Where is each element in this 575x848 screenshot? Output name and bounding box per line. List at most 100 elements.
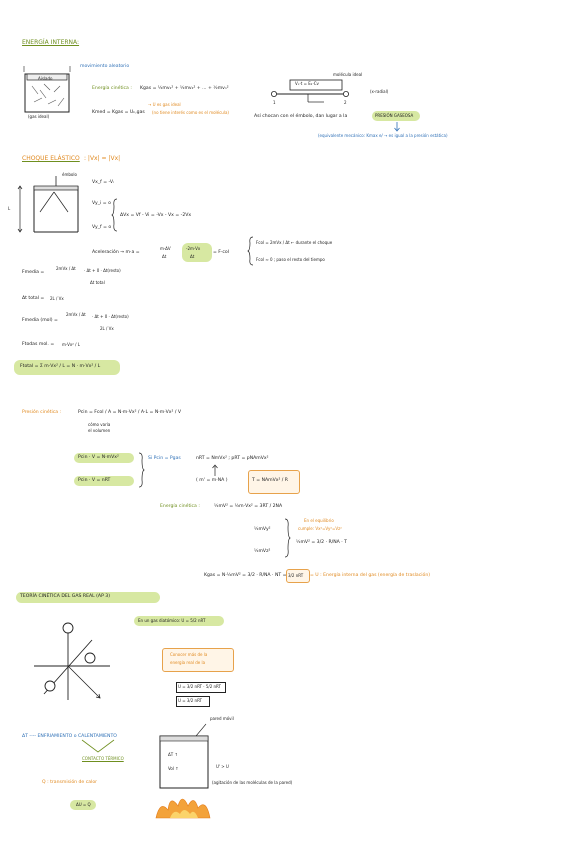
- fmedia-mol-label: Fmedia (mol) =: [22, 318, 58, 323]
- avg-note: (no tiene interés como es el molécula): [152, 110, 229, 115]
- presion-note-2: el volumen: [88, 428, 111, 433]
- fmedia-mol-rest: · Δt + 0 · Δt(resto): [92, 314, 129, 319]
- orange-note-1: Conocer más de la: [170, 652, 208, 657]
- kgas-eq: Kgas = N·½mV² = 3/2 · R/NA · NT =: [204, 573, 287, 578]
- piston-drawing: [17, 176, 79, 233]
- dtotal-frac: 2L / Vx: [50, 296, 64, 301]
- orange-note-2: energía real de la: [170, 660, 206, 665]
- fmedia-label: Fmedia =: [22, 270, 45, 275]
- mna-eq: ( m' = m·NA ): [196, 478, 228, 483]
- eq-vyf: Vy_f = o: [92, 225, 112, 230]
- dq-highlight: [70, 800, 96, 810]
- fmedia-frac: 2mVx / Δt: [56, 266, 76, 271]
- molecule-right-index: 2: [344, 100, 347, 105]
- accel-highlight: [182, 243, 212, 262]
- section-title-choque-sub: : |Vx| = |Vx|: [84, 155, 121, 162]
- presion-highlight: [372, 111, 420, 121]
- section-title-energia-interna: ENERGÍA INTERNA:: [22, 39, 80, 46]
- arrow-down-icon: [394, 122, 400, 132]
- orange-note-box: [162, 648, 234, 672]
- molecule-label: molécula ideal: [333, 72, 363, 77]
- pv-eq-1: Pcin · V = N·mVx²: [78, 455, 119, 460]
- fmedia-rest: · Δt + 0 · Δt(resto): [84, 268, 121, 273]
- ftodas-label: Ftodas mol. =: [22, 342, 55, 347]
- molecule-eq: Vₓ·t = Eₖ·Cv: [295, 81, 319, 86]
- container-caption: (gas ideal): [28, 114, 50, 119]
- accel-hl-bot: Δt: [190, 254, 195, 259]
- accel-result: = F·col: [213, 250, 230, 255]
- molecule-left-index: 1: [273, 100, 276, 105]
- right-brace-icon: [247, 236, 254, 266]
- axis-label: L: [8, 206, 11, 211]
- diatomic-note: En un gas diatómico: U = 5/2 nRT: [138, 618, 206, 623]
- container-note: pared móvil: [210, 716, 234, 721]
- dt-line: ΔT ---- ENFRIAMIENTO o CALENTAMIENTO: [22, 734, 117, 739]
- kgas-box-text: 3/2 nRT: [288, 573, 304, 578]
- mov-title: movimiento aleatorio: [80, 64, 130, 69]
- eq-box-1-text: U = 3/2 nRT · 5/2 nRT: [178, 684, 221, 689]
- ek-eq-1: ½mV² = ½m·Vx² = 3RT / 2NA: [214, 504, 283, 509]
- container-dt-label: ΔT ↑: [168, 752, 178, 757]
- dtotal-label: Δt total =: [22, 296, 45, 301]
- kgas-box: [286, 569, 310, 583]
- fmedia-mol-frac: 2mVx / Δt: [66, 312, 86, 317]
- ek-eq-2: ½mVy²: [254, 527, 271, 532]
- section4-title-highlight: [16, 592, 160, 603]
- pv-highlight-1: [74, 453, 134, 463]
- si-text: Si Pcin = Pgas: [148, 456, 181, 461]
- accel-label: Aceleración → m·a =: [92, 250, 140, 255]
- brace-icon: [111, 198, 118, 232]
- ekin-formula: Kgas = ½mv₁² + ½mv₂² + ... + ½mvₙ²: [140, 86, 229, 91]
- section-title-choque: CHOQUE ELÁSTICO: [22, 155, 80, 162]
- eq-box-1: [176, 682, 226, 693]
- collision-text: Así chocan con el émbolo, dan lugar a la: [254, 114, 348, 119]
- fcol-rest-note: Fcol ≈ 0 ; paso el resto del tiempo: [256, 257, 325, 262]
- fcol-note: Fcol = 2mVx / Δt ← durante el choque: [256, 240, 333, 245]
- pv-eq-2: Pcin · V = nRT: [78, 478, 111, 483]
- nrt-eq: nRT = NmVx² ; pRT = pNAmVx²: [196, 456, 269, 461]
- ek-result: ½mV² = 3/2 · R/NA · T: [296, 540, 347, 545]
- presion-cinetica-eq: Pcin = Fcol / A = N·m·Vx² / A·L = N·m·Vx…: [78, 410, 181, 415]
- kgas-tail: = U : Energía interna del gas (energía d…: [310, 573, 431, 578]
- accel-frac-top: m·ΔV: [160, 246, 171, 251]
- t-result-box: [248, 470, 300, 494]
- brace-pv-icon: [138, 452, 145, 488]
- ek-eq-3: ½mVz²: [254, 549, 271, 554]
- container-label: Aislado: [38, 76, 53, 81]
- container-vol-label: Vol ↑: [168, 766, 179, 771]
- ek-note-orange-2: cumple: Vx²=Vy²=Vz²: [298, 526, 342, 531]
- avg-note-orange: → U es gas ideal: [148, 102, 181, 107]
- accel-frac-bot: Δt: [162, 254, 167, 259]
- ftotal-highlight: [14, 360, 120, 375]
- ftodas-frac: m·Vx² / L: [62, 342, 80, 347]
- contacto-arrow-icon: [81, 739, 115, 753]
- t-result: T = NAmVx² / R: [252, 478, 288, 483]
- pv-highlight-2: [74, 476, 134, 486]
- section-title-gas-real: TEORÍA CINÉTICA DEL GAS REAL (AP 3): [20, 594, 111, 599]
- molecule-side: (x-radial): [370, 89, 389, 94]
- ek-note-orange: En el equilibrio: [304, 518, 334, 523]
- accel-hl-top: -2m·Vx: [186, 246, 201, 251]
- eq-vyi: Vy_i = o: [92, 201, 111, 206]
- heated-container-drawing: [155, 723, 211, 819]
- eq-box-2: [176, 696, 210, 707]
- fmedia-bot: Δt total: [90, 280, 105, 285]
- container-caption-2: (agitación de las moléculas de la pared): [212, 780, 293, 785]
- presion-cinetica-label: Presión cinética :: [22, 410, 62, 415]
- piston-label: émbolo: [62, 172, 77, 177]
- molecule-3d-drawing: [34, 622, 110, 700]
- brace-ek-icon: [284, 518, 291, 558]
- molecule-diagram: [271, 79, 350, 103]
- avg-formula: Kmed = Kgas = Uₖ,gas: [92, 110, 145, 115]
- contacto-termico: CONTACTO TÉRMICO: [82, 756, 124, 761]
- ekin-label: Energía cinética :: [92, 86, 132, 91]
- eq-delta-vx: ΔVx = Vf - Vi = -Vx - Vx = -2Vx: [120, 213, 192, 218]
- gas-container-drawing: [23, 66, 71, 113]
- presion-note: (equivalente mecánico: Kmax e/ → es igua…: [318, 133, 448, 138]
- diatomic-note-highlight: [134, 616, 224, 626]
- presion-word: PRESIÓN GASEOSA: [375, 113, 414, 118]
- eq-vxf: Vx_f = -Vᵢ: [92, 180, 114, 185]
- presion-note-1: cómo varía: [88, 422, 111, 427]
- ekin-label-2: Energía cinética :: [160, 504, 200, 509]
- eq-box-2-text: U = 3/2 nRT: [178, 698, 202, 703]
